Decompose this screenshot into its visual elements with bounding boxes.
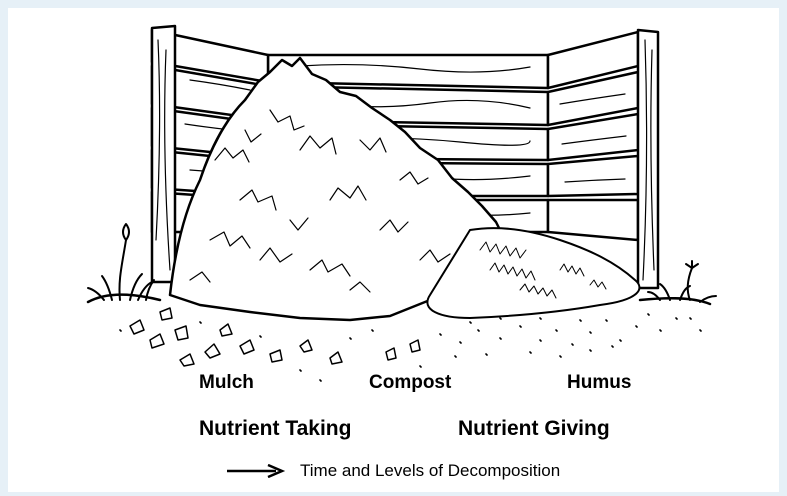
phase-label-nutrient-giving: Nutrient Giving [458,417,610,441]
stage-label-humus: Humus [567,372,631,394]
stage-label-compost: Compost [369,372,451,394]
caption-text: Time and Levels of Decomposition [300,461,560,481]
stage-label-mulch: Mulch [199,372,254,394]
arrow-right-icon [226,464,286,478]
left-weeds [88,224,154,300]
decomposition-caption: Time and Levels of Decomposition [226,459,560,483]
phase-label-nutrient-taking: Nutrient Taking [199,417,351,441]
